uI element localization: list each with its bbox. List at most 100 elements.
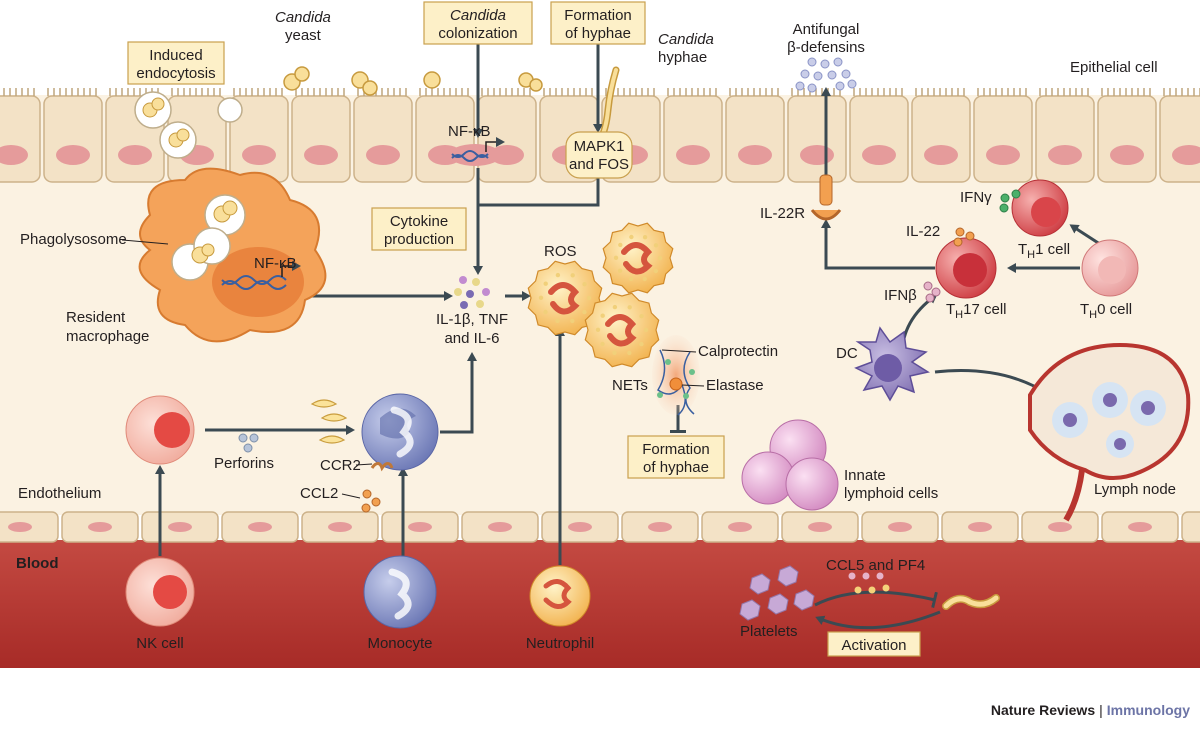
monocyte-tissue: [361, 393, 439, 472]
candida-hyphae-label-2: hyphae: [658, 49, 707, 66]
ifng-dots: [999, 189, 1021, 213]
ccl2-dots: [361, 489, 381, 513]
ifnb-label: IFNβ: [884, 287, 917, 304]
mapk1-fos-box: [565, 131, 633, 179]
mapk1-label-1: MAPK1: [574, 138, 625, 155]
epithelial-cell: [167, 88, 227, 183]
mapk1-label-2: and FOS: [569, 156, 629, 173]
lymph-node-label: Lymph node: [1094, 481, 1176, 498]
perforins-label: Perforins: [214, 455, 274, 472]
epithelial-cell: [787, 88, 847, 183]
resident-macrophage-label-2: macrophage: [66, 328, 149, 345]
blood-vessel: [0, 540, 1200, 668]
monocyte-blood: [363, 555, 437, 629]
epithelial-cell-label: Epithelial cell: [1070, 59, 1158, 76]
platelets: [739, 565, 815, 621]
ccl2-label: CCL2: [300, 485, 338, 502]
neutrophil-label: Neutrophil: [526, 635, 594, 652]
neutrophil-ros: [602, 222, 674, 294]
epithelial-cell: [291, 88, 351, 183]
endocytosis-vesicles: [134, 91, 243, 159]
cytokine-production-box: [371, 207, 467, 251]
th0-label: TH0 cell: [1080, 301, 1132, 321]
epithelial-cell: [1035, 88, 1095, 183]
nets-label: NETs: [612, 377, 648, 394]
endothelial-cell: [461, 511, 539, 543]
endothelial-cell: [861, 511, 939, 543]
epithelial-cell: [353, 88, 413, 183]
nets-structure: [652, 335, 700, 416]
il1b-tnf-label-1: IL-1β, TNF: [436, 311, 508, 328]
epithelial-cell: [43, 88, 103, 183]
th17-label: TH17 cell: [946, 301, 1006, 321]
nk-cell-blood: [125, 557, 195, 627]
candida-hyphae-label-1: Candida: [658, 31, 714, 48]
epithelial-cell: [1159, 88, 1200, 183]
il22r-receptor: [810, 174, 842, 221]
il1b-tnf-label-2: and IL-6: [444, 330, 499, 347]
nk-cell-label: NK cell: [136, 635, 184, 652]
lymph-node: [1028, 342, 1191, 522]
th1-label: TH1 cell: [1018, 241, 1070, 261]
endothelial-cell: [1181, 511, 1200, 543]
candida-colonization-label-1: Candida: [450, 7, 506, 24]
endothelial-cell: [621, 511, 699, 543]
antifungal-label-2: β-defensins: [787, 39, 865, 56]
neutrophil-ros: [527, 260, 603, 336]
ifnb-dots: [923, 281, 941, 303]
th17-cell: [935, 237, 997, 299]
endothelial-cell: [141, 511, 219, 543]
elastase-label: Elastase: [706, 377, 764, 394]
journal-name: Nature Reviews: [990, 702, 1096, 718]
ccr2-ligands: [310, 399, 348, 444]
platelets-label: Platelets: [740, 623, 798, 640]
cytokine-production-label-1: Cytokine: [390, 213, 448, 230]
dendritic-cell: [854, 326, 930, 402]
endothelial-cell: [1021, 511, 1099, 543]
epithelial-cell: [725, 88, 785, 183]
monocyte-label: Monocyte: [367, 635, 432, 652]
ccr2-label: CCR2: [320, 457, 361, 474]
formation-of-hyphae-bottom-label-2: of hyphae: [643, 459, 709, 476]
candida-colonization-label-2: colonization: [438, 25, 517, 42]
endothelial-cell: [381, 511, 459, 543]
epithelial-cell: [911, 88, 971, 183]
induced-endocytosis-label-1: Induced: [149, 47, 202, 64]
induced-endocytosis-label-2: endocytosis: [136, 65, 215, 82]
formation-of-hyphae-top-label-2: of hyphae: [565, 25, 631, 42]
formation-of-hyphae-bottom-box: [627, 435, 725, 479]
journal-section: Immunology: [1106, 702, 1190, 718]
il22-dots: [953, 227, 975, 247]
nfkb-epithelial-complex: [449, 137, 505, 166]
resident-macrophage-label-1: Resident: [66, 309, 126, 326]
endothelium-label: Endothelium: [18, 485, 101, 502]
nfkb-epithelial-label: NF-κB: [448, 123, 491, 140]
il22-label: IL-22: [906, 223, 940, 240]
th0-cell: [1081, 239, 1139, 297]
ccl5-pf4-dots: [848, 572, 890, 594]
formation-of-hyphae-bottom-label-1: Formation: [642, 441, 710, 458]
endothelial-cell: [541, 511, 619, 543]
candida-yeast-label-1: Candida: [275, 9, 331, 26]
epithelial-cell: [973, 88, 1033, 183]
endothelium-layer: [0, 511, 1200, 543]
diagram-labels: Candida yeast Induced endocytosis Candid…: [16, 7, 1176, 654]
phagolysosome-label: Phagolysosome: [20, 231, 127, 248]
candida-yeast-label-2: yeast: [285, 27, 322, 44]
endothelial-cell: [221, 511, 299, 543]
cytokine-dots: [454, 276, 490, 309]
calprotectin-label: Calprotectin: [698, 343, 778, 360]
formation-of-hyphae-top-label-1: Formation: [564, 7, 632, 24]
perforin-dots: [238, 433, 259, 453]
antifungal-label-1: Antifungal: [793, 21, 860, 38]
nk-cell-tissue: [125, 395, 195, 465]
il22r-label: IL-22R: [760, 205, 805, 222]
epithelial-cell: [0, 88, 41, 183]
epithelial-cell: [663, 88, 723, 183]
formation-of-hyphae-top-box: [550, 1, 646, 45]
endothelial-cell: [61, 511, 139, 543]
pathway-arrows: [155, 44, 1107, 630]
activation-box: [827, 631, 921, 657]
